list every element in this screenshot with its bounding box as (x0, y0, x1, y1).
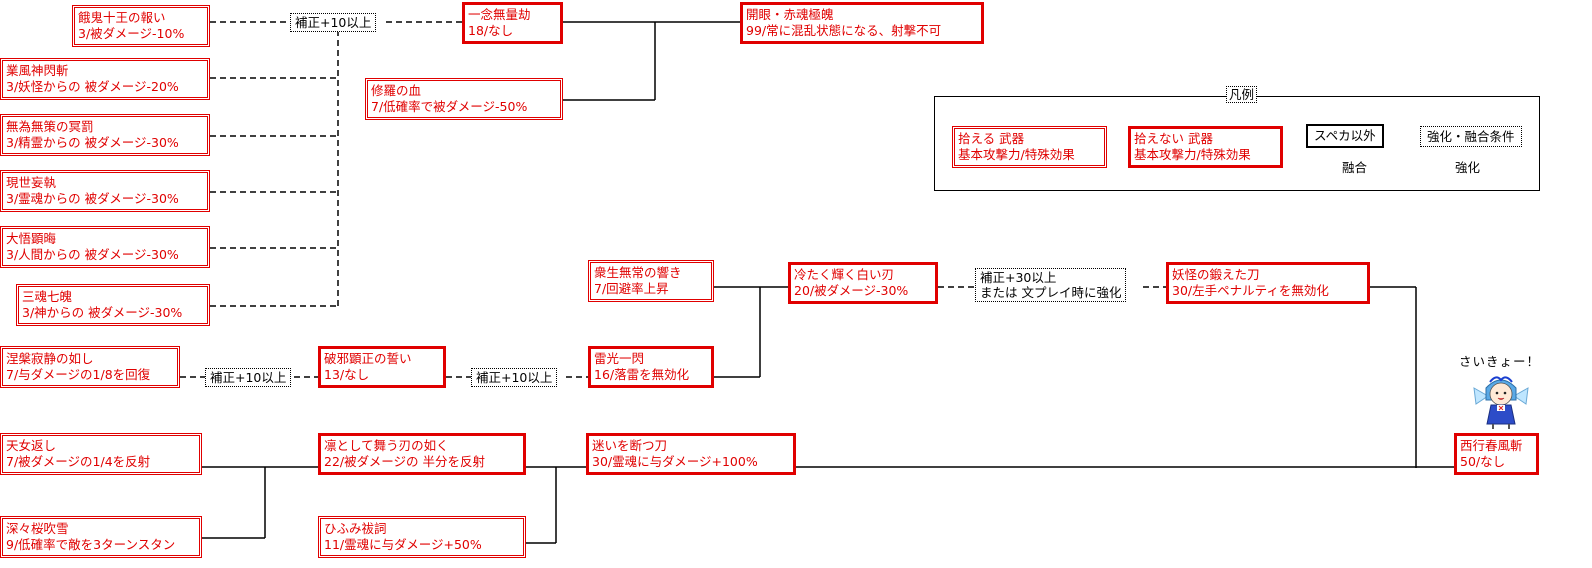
legend-condition: 強化・融合条件 (1420, 126, 1522, 147)
weapon-name: 迷いを断つ刀 (592, 438, 668, 453)
weapon-tennyo: 天女返し 7/被ダメージの1/4を反射 (0, 433, 202, 475)
weapon-stat: 30/霊魂に与ダメージ+100% (592, 454, 758, 469)
weapon-stat: 3/霊魂からの 被ダメージ-30% (6, 191, 179, 206)
weapon-youkai: 妖怪の鍛えた刀 30/左手ペナルティを無効化 (1166, 262, 1370, 304)
condition-box: 補正+10以上 (471, 368, 558, 387)
weapon-stat: 7/低確率で被ダメージ-50% (371, 99, 528, 114)
weapon-stat: 30/左手ペナルティを無効化 (1172, 283, 1329, 298)
weapon-stat: 13/なし (324, 367, 370, 382)
weapon-name: 餓鬼十王の報い (78, 10, 166, 25)
weapon-name: 破邪顕正の誓い (324, 351, 412, 366)
weapon-name: 深々桜吹雪 (6, 521, 69, 536)
legend-pickable: 拾える 武器 基本攻撃力/特殊効果 (952, 126, 1107, 168)
weapon-name: 妖怪の鍛えた刀 (1172, 267, 1260, 282)
condition-label: 補正+10以上 (210, 370, 287, 385)
weapon-name: 冷たく輝く白い刃 (794, 267, 895, 282)
weapon-gofu: 業風神閃斬 3/妖怪からの 被ダメージ-20% (0, 58, 210, 100)
weapon-shura: 修羅の血 7/低確率で被ダメージ-50% (365, 78, 563, 120)
condition-label: 補正+10以上 (476, 370, 553, 385)
weapon-mayoi: 迷いを断つ刀 30/霊魂に与ダメージ+100% (586, 433, 796, 475)
weapon-daigo: 大悟顕晦 3/人間からの 被ダメージ-30% (0, 226, 210, 268)
weapon-stat: 99/常に混乱状態になる、射撃不可 (746, 23, 942, 38)
legend-fusion-label: 融合 (1342, 160, 1368, 175)
weapon-saigyo: 西行春風斬 50/なし (1454, 433, 1539, 475)
weapon-stat: 7/被ダメージの1/4を反射 (6, 454, 151, 469)
legend-enhance-label: 強化 (1455, 160, 1481, 175)
condition-box: 補正+10以上 (205, 368, 292, 387)
condition-box: 補正+10以上 (290, 13, 377, 32)
weapon-haja: 破邪顕正の誓い 13/なし (318, 346, 446, 388)
weapon-shinshin: 深々桜吹雪 9/低確率で敵を3ターンスタン (0, 516, 202, 558)
weapon-name: 涅槃寂静の如し (6, 351, 94, 366)
weapon-tsumetaku: 冷たく輝く白い刃 20/被ダメージ-30% (788, 262, 938, 304)
weapon-hifumi: ひふみ祓詞 11/霊魂に与ダメージ+50% (318, 516, 526, 558)
weapon-name: 一念無量劫 (468, 7, 531, 22)
legend-unpickable-stat: 基本攻撃力/特殊効果 (1134, 147, 1251, 162)
weapon-gaki: 餓鬼十王の報い 3/被ダメージ-10% (72, 5, 210, 47)
weapon-name: 西行春風斬 (1460, 438, 1523, 453)
weapon-stat: 3/神からの 被ダメージ-30% (22, 305, 183, 320)
weapon-name: 現世妄執 (6, 175, 57, 190)
legend-pickable-stat: 基本攻撃力/特殊効果 (958, 147, 1075, 162)
legend-non-spellcard: スペカ以外 (1306, 124, 1384, 148)
weapon-stat: 16/落雷を無効化 (594, 367, 690, 382)
weapon-stat: 22/被ダメージの 半分を反射 (324, 454, 485, 469)
weapon-kaigen: 開眼・赤魂極魄 99/常に混乱状態になる、射撃不可 (740, 2, 984, 44)
legend-unpickable: 拾えない 武器 基本攻撃力/特殊効果 (1128, 126, 1283, 168)
weapon-stat: 3/人間からの 被ダメージ-30% (6, 247, 179, 262)
condition-label: 補正+30以上 (980, 270, 1057, 285)
weapon-stat: 7/回避率上昇 (594, 281, 669, 296)
weapon-name: 天女返し (6, 438, 57, 453)
weapon-ichinen: 一念無量劫 18/なし (462, 2, 563, 44)
condition-label: または 文プレイ時に強化 (980, 285, 1122, 300)
weapon-rin: 凛として舞う刃の如く 22/被ダメージの 半分を反射 (318, 433, 526, 475)
character-illustration (1473, 376, 1529, 429)
weapon-stat: 20/被ダメージ-30% (794, 283, 909, 298)
legend-unpickable-label: 拾えない 武器 (1134, 131, 1213, 146)
weapon-name: 衆生無常の響き (594, 265, 682, 280)
weapon-stat: 7/与ダメージの1/8を回復 (6, 367, 151, 382)
weapon-name: 無為無策の冥罰 (6, 119, 94, 134)
weapon-stat: 50/なし (1460, 454, 1506, 469)
speech-text: さいきょー！ (1459, 354, 1541, 369)
weapon-raiko: 雷光一閃 16/落雷を無効化 (588, 346, 714, 388)
legend-title: 凡例 (1226, 86, 1258, 103)
weapon-stat: 3/被ダメージ-10% (78, 26, 185, 41)
weapon-name: 修羅の血 (371, 83, 422, 98)
condition-label: 補正+10以上 (295, 15, 372, 30)
condition-box: 補正+30以上 または 文プレイ時に強化 (975, 268, 1127, 302)
weapon-stat: 18/なし (468, 23, 514, 38)
weapon-name: 開眼・赤魂極魄 (746, 7, 834, 22)
weapon-name: 業風神閃斬 (6, 63, 69, 78)
weapon-name: 大悟顕晦 (6, 231, 57, 246)
weapon-name: ひふみ祓詞 (324, 521, 387, 536)
weapon-gense: 現世妄執 3/霊魂からの 被ダメージ-30% (0, 170, 210, 212)
weapon-shujo: 衆生無常の響き 7/回避率上昇 (588, 260, 714, 302)
weapon-name: 三魂七魄 (22, 289, 73, 304)
legend-pickable-label: 拾える 武器 (958, 131, 1025, 146)
weapon-stat: 11/霊魂に与ダメージ+50% (324, 537, 482, 552)
weapon-sankon: 三魂七魄 3/神からの 被ダメージ-30% (16, 284, 210, 326)
weapon-name: 雷光一閃 (594, 351, 645, 366)
weapon-stat: 3/精霊からの 被ダメージ-30% (6, 135, 179, 150)
weapon-stat: 3/妖怪からの 被ダメージ-20% (6, 79, 179, 94)
weapon-name: 凛として舞う刃の如く (324, 438, 449, 453)
weapon-stat: 9/低確率で敵を3ターンスタン (6, 537, 176, 552)
weapon-nehan: 涅槃寂静の如し 7/与ダメージの1/8を回復 (0, 346, 180, 388)
weapon-mui: 無為無策の冥罰 3/精霊からの 被ダメージ-30% (0, 114, 210, 156)
